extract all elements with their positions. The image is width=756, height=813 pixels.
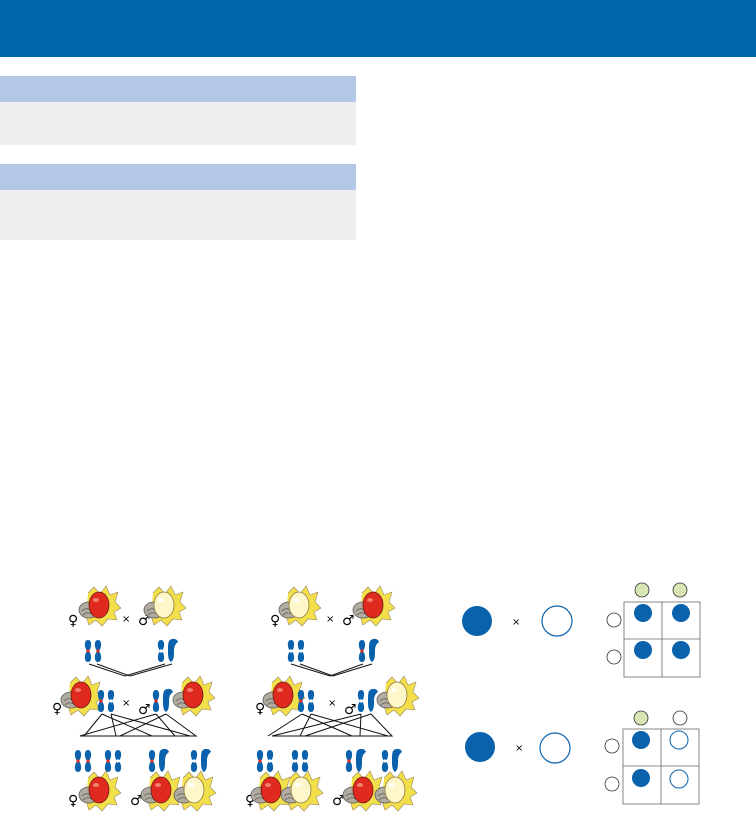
- cross-2-f2-chromosomes-xx: [257, 750, 273, 772]
- cross-1-gamete-line: [88, 663, 166, 677]
- cross-2-parent-male-fly-red-eye: [352, 585, 396, 627]
- cross-2-f2-chromosomes-xy: [382, 749, 402, 772]
- cross-2-f1-male-chromosomes: [358, 689, 378, 712]
- cross-1-cross-line: [119, 713, 198, 737]
- cross-1-cross-line: [83, 713, 103, 737]
- cross-2-gamete-line: [290, 663, 364, 677]
- cross-1-f2-chromosomes-xy: [191, 749, 211, 772]
- cross-1-f1-cross-symbol: ×: [122, 698, 130, 709]
- cross-1-parent-male-chromosomes: [158, 639, 178, 662]
- cross-1-f1-female-fly-red-eye: [60, 675, 104, 717]
- panel-1-header: [0, 76, 356, 102]
- cross-1-diagram: ♀ × ♂ ♀ × ♂ ♀ ♂: [52, 585, 217, 812]
- cross-1-cross-line: [110, 713, 191, 737]
- cross-1-f2-male-symbol: ♂: [130, 793, 143, 809]
- cross-1-f2-chromosomes-xx: [75, 750, 91, 772]
- cross-1-f1-male-fly-red-eye: [172, 675, 216, 717]
- punnett-1-cell-filled: [672, 641, 690, 659]
- cross-2-cross-line: [304, 713, 394, 737]
- cross-1-parent-cross-symbol: ×: [122, 614, 130, 625]
- cross-1-f1-male-chromosomes: [153, 689, 173, 712]
- panel-1-body: [0, 102, 356, 145]
- cross-2-f1-female-symbol: ♀: [255, 701, 265, 717]
- punnett-2-parent-open-circle: [539, 732, 571, 764]
- cross-1-cross-line: [110, 713, 117, 737]
- cross-2-f2-female-symbol: ♀: [245, 793, 255, 809]
- cross-2-gamete-line: [299, 663, 373, 677]
- cross-2-parent-female-fly-white-eye: [278, 585, 322, 627]
- cross-2-parent-female-chromosomes: [288, 640, 304, 662]
- inheritance-figure: ♀ × ♂ ♀ × ♂ ♀ ♂ ♀ × ♂: [52, 582, 701, 812]
- punnett-1-diagram: ×: [462, 582, 701, 678]
- cross-1-parent-female-symbol: ♀: [68, 613, 78, 629]
- punnett-1-cross-symbol: ×: [512, 617, 520, 628]
- cross-2-diagram: ♀ × ♂ ♀ × ♂ ♀ ♂: [245, 585, 420, 812]
- cross-2-cross-line: [310, 713, 389, 737]
- cross-1-cross-line: [101, 713, 153, 737]
- punnett-2-cell-filled: [632, 731, 650, 749]
- punnett-2-side-gamete-open: [604, 738, 620, 754]
- punnett-1-top-gamete-green: [672, 582, 688, 598]
- punnett-1-top-gamete-green: [634, 582, 650, 598]
- cross-2-parent-male-symbol: ♂: [342, 613, 355, 629]
- cross-2-f1-female-chromosomes: [298, 690, 314, 712]
- header-band: [0, 0, 756, 57]
- cross-2-parent-male-chromosomes: [359, 639, 379, 662]
- cross-1-f2-chromosomes-xy: [149, 749, 169, 772]
- punnett-2-parent-filled-circle: [465, 732, 495, 762]
- punnett-2-cell-open: [669, 730, 689, 750]
- punnett-2-cell-filled: [632, 769, 650, 787]
- panel-2-body: [0, 190, 356, 240]
- punnett-1-parent-filled-circle: [462, 606, 492, 636]
- punnett-1-side-gamete-open: [606, 612, 622, 628]
- cross-2-f2-chromosomes-xy: [346, 749, 366, 772]
- cross-2-parent-female-symbol: ♀: [270, 613, 280, 629]
- punnett-2-cross-symbol: ×: [515, 743, 523, 754]
- cross-1-f2-chromosomes-xx: [105, 750, 121, 772]
- punnett-1-cell-filled: [672, 604, 690, 622]
- cross-1-gamete-line: [96, 663, 173, 677]
- cross-2-cross-line: [267, 713, 303, 737]
- cross-1-f2-female-symbol: ♀: [68, 793, 78, 809]
- punnett-1-cell-filled: [634, 604, 652, 622]
- punnett-1-parent-open-circle: [541, 605, 573, 637]
- punnett-1-cell-filled: [634, 641, 652, 659]
- punnett-2-top-gamete-green: [633, 710, 649, 726]
- panel-2-header: [0, 164, 356, 190]
- cross-1-f1-female-chromosomes: [98, 690, 114, 712]
- punnett-2-diagram: ×: [465, 710, 700, 805]
- cross-1-parent-female-fly-red-eye: [78, 585, 122, 627]
- cross-1-f1-male-symbol: ♂: [138, 702, 151, 718]
- cross-1-parent-male-symbol: ♂: [138, 613, 151, 629]
- punnett-2-top-gamete-open: [672, 710, 688, 726]
- punnett-2-side-gamete-open: [604, 776, 620, 792]
- cross-2-f1-cross-symbol: ×: [328, 698, 336, 709]
- cross-1-parent-female-chromosomes: [85, 640, 101, 662]
- cross-2-f2-male-symbol: ♂: [332, 793, 345, 809]
- cross-1-f1-female-symbol: ♀: [52, 701, 62, 717]
- cross-2-f2-chromosomes-xx: [292, 750, 308, 772]
- cross-2-cross-line: [299, 713, 312, 737]
- cross-2-parent-cross-symbol: ×: [326, 614, 334, 625]
- punnett-1-side-gamete-open: [606, 649, 622, 665]
- cross-1-f2-fly-red-eye: [78, 770, 122, 812]
- cross-2-cross-line: [301, 713, 353, 737]
- cross-2-f1-male-fly-white-eye: [376, 675, 420, 717]
- cross-2-f1-male-symbol: ♂: [344, 702, 357, 718]
- punnett-2-cell-open: [669, 769, 689, 789]
